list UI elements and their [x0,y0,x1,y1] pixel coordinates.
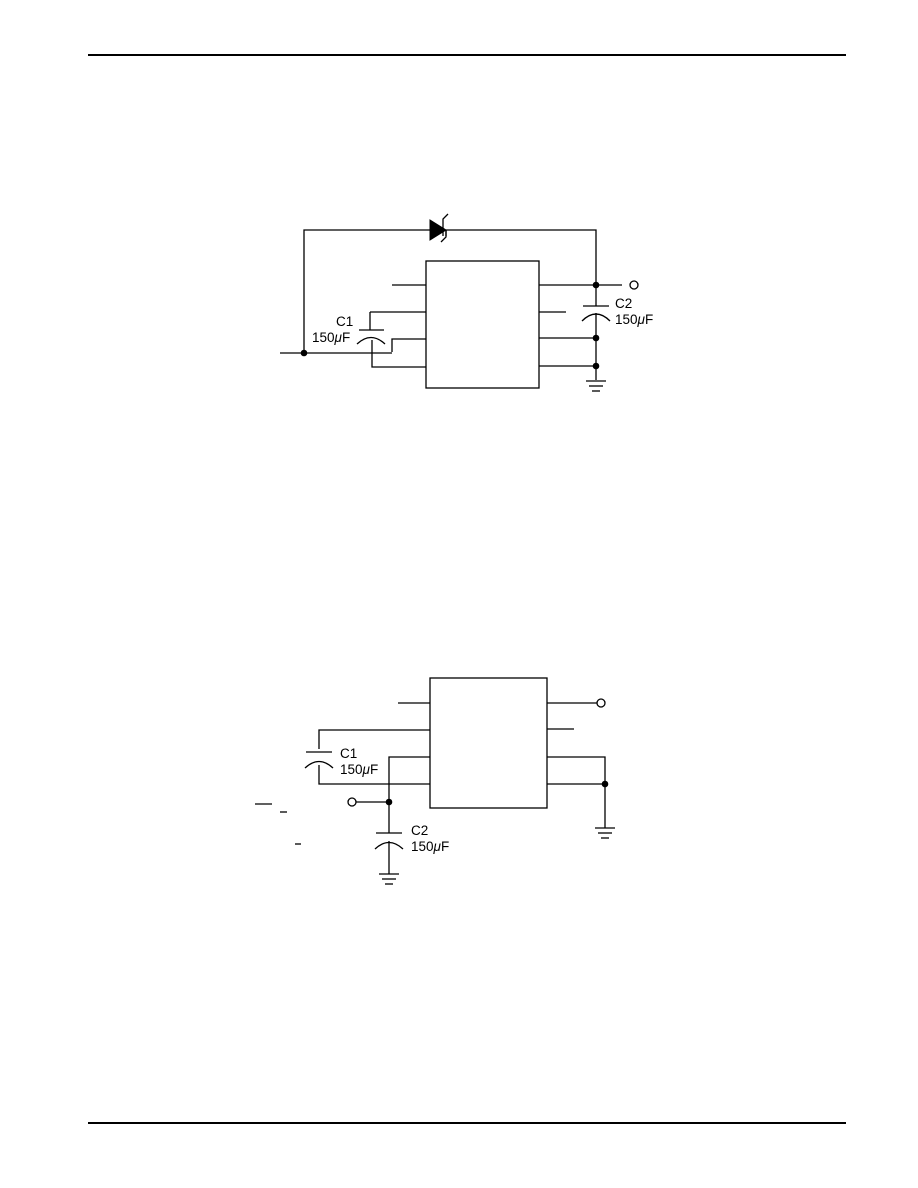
input-terminal [347,797,357,807]
footer-rule [88,1122,846,1124]
diode-right-wire [446,229,597,285]
c1-value-label: 150μF [312,330,350,345]
c1-ref-label: C1 [336,314,353,329]
ic2-pin-6 [547,756,606,828]
c2-value-label: 150μF [411,839,449,854]
c2-value-label: 150μF [615,312,653,327]
output-terminal [596,698,606,708]
diode-left-wire [303,229,430,353]
ground-icon [595,827,615,839]
ic1-pin-4 [371,340,426,368]
junction-dot [592,334,600,342]
output-terminal [629,280,639,290]
ic-package-2 [429,677,548,809]
schematic-2: C1 150μF C2 150μF [255,677,615,885]
junction-dot [592,362,600,370]
c1-plate-curved [304,760,334,769]
c1-plate-curved [356,336,386,345]
ground-icon [586,380,606,392]
ic2-pin-4 [318,765,430,785]
ic1-pin-3 [391,338,426,352]
junction-dot [601,780,609,788]
c1-ref-label: C1 [340,746,357,761]
ic2-pin-2 [318,729,430,749]
ground-icon [379,873,399,885]
schottky-diode-icon [429,219,447,241]
ic-package-1 [425,260,540,389]
c1-value-label: 150μF [340,762,378,777]
ic2-pin-3 [388,756,430,802]
junction-dot [300,349,308,357]
schematic-1: C1 150μF C2 150μF [280,213,653,392]
c2-ref-label: C2 [615,296,632,311]
header-rule [88,54,846,56]
c2-ref-label: C2 [411,823,428,838]
